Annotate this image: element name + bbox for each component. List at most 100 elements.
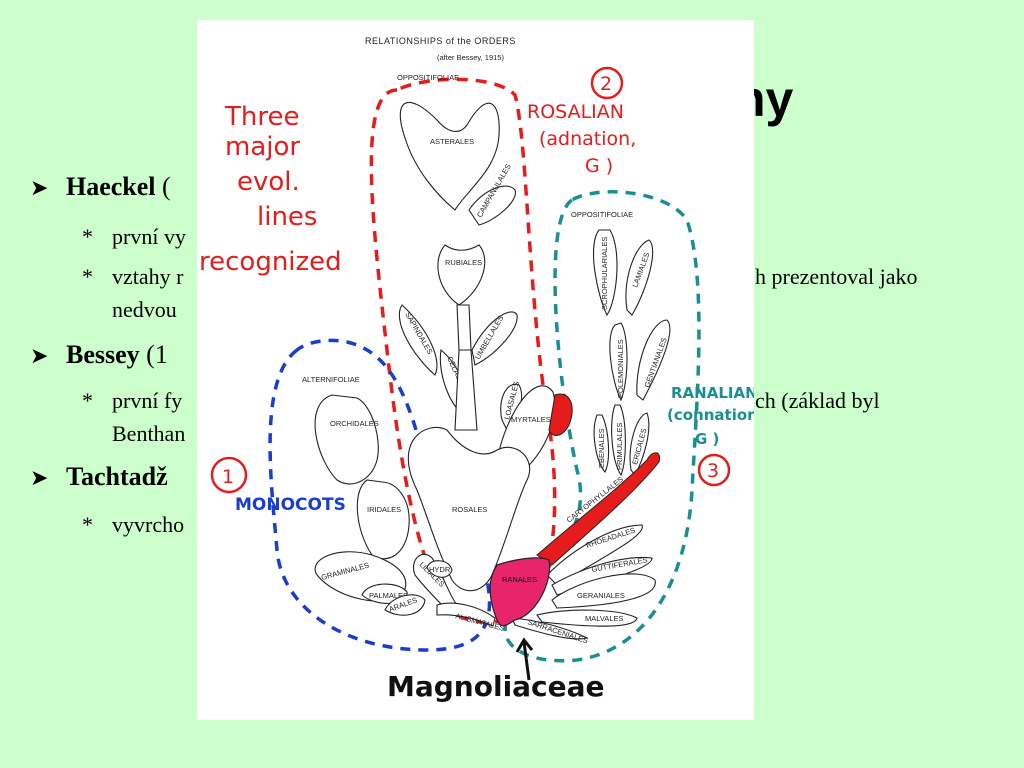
bullet-rest: ( bbox=[155, 172, 171, 201]
subbullet-text: první vy bbox=[112, 224, 186, 249]
subbullet-1: * první vy bbox=[82, 224, 186, 250]
annot-rosalian: ROSALIAN bbox=[527, 101, 624, 123]
label-rosales: ROSALES bbox=[452, 505, 487, 514]
annot-monocots: MONOCOTS bbox=[235, 495, 346, 515]
bullet-tachtadzjan: ➤ Tachtadž bbox=[30, 462, 168, 492]
label-orchidales: ORCHIDALES bbox=[330, 419, 379, 428]
label-oppositifoliae-right: OPPOSITIFOLIAE bbox=[571, 210, 633, 219]
num2-circle bbox=[590, 66, 624, 100]
label-ranales: RANALES bbox=[502, 575, 537, 584]
label-palmales: PALMALES bbox=[369, 591, 408, 600]
annot-ranalian-g: G ) bbox=[695, 430, 719, 448]
star-marker: * bbox=[82, 264, 93, 289]
sapindales-lobe bbox=[398, 304, 438, 376]
header-title: RELATIONSHIPS of the ORDERS bbox=[365, 36, 516, 46]
rubiales-lobe bbox=[437, 244, 486, 306]
label-oppositifoliae-top: OPPOSITIFOLIAE bbox=[397, 73, 459, 82]
num1-circle bbox=[210, 456, 248, 494]
label-iridales: IRIDALES bbox=[367, 505, 401, 514]
malvales-lobe bbox=[536, 609, 638, 627]
star-marker: * bbox=[82, 388, 93, 413]
ericales-lobe bbox=[629, 412, 650, 476]
asterales-lobe bbox=[399, 102, 500, 211]
annot-recognized: recognized bbox=[199, 247, 342, 277]
iridales-lobe bbox=[356, 479, 410, 560]
num3-circle bbox=[697, 453, 731, 487]
star-marker: * bbox=[82, 512, 93, 537]
bessey-cactus-diagram: RELATIONSHIPS of the ORDERS (after Besse… bbox=[197, 20, 754, 720]
liliales-lobe bbox=[413, 553, 458, 611]
annot-num1: 1 bbox=[222, 466, 234, 488]
bullet-name: Tachtadž bbox=[66, 462, 168, 491]
annot-ranalian: RANALIAN bbox=[671, 384, 754, 402]
rosalian-outline bbox=[369, 77, 557, 624]
label-primulales: PRIMULALES bbox=[615, 422, 624, 470]
gentianales-lobe bbox=[636, 319, 671, 401]
diagram-svg: RELATIONSHIPS of the ORDERS (after Besse… bbox=[199, 36, 754, 703]
annot-lines: lines bbox=[257, 202, 317, 232]
subbullet-text: první fy bbox=[112, 388, 183, 413]
annot-major: major bbox=[225, 132, 300, 162]
label-ebenales: EBENALES bbox=[597, 428, 606, 468]
subbullet-3-cont: Benthan bbox=[82, 421, 185, 447]
bullet-name: Haeckel bbox=[66, 172, 156, 201]
arrow-bullet-icon: ➤ bbox=[30, 175, 49, 200]
sarraceniales-lobe bbox=[511, 617, 589, 640]
label-hydrales: HYDR bbox=[429, 565, 451, 574]
subbullet-text: nedvou bbox=[112, 297, 177, 322]
primulales-lobe bbox=[611, 404, 626, 477]
label-asterales: ASTERALES bbox=[430, 137, 474, 146]
label-scrophulariales: SCROPHULARIALES bbox=[600, 237, 609, 310]
right-text-2: ch (základ byl bbox=[755, 388, 880, 413]
orchidales-lobe bbox=[314, 394, 379, 485]
caryophyllales-lobe bbox=[536, 452, 661, 566]
annot-num2: 2 bbox=[600, 73, 612, 95]
bullet-name: Bessey bbox=[66, 340, 140, 369]
annot-three: Three bbox=[224, 102, 299, 132]
label-geraniales: GERANIALES bbox=[577, 591, 625, 600]
monocots-outline bbox=[268, 338, 492, 652]
stem-upper bbox=[456, 304, 472, 351]
polemoniales-lobe bbox=[609, 322, 628, 402]
subbullet-2: * vztahy r bbox=[82, 264, 183, 290]
annot-rosalian-g: G ) bbox=[585, 155, 613, 177]
subbullet-2-cont: nedvou bbox=[82, 297, 177, 323]
magnoliaceae-arrow-icon bbox=[515, 637, 534, 681]
bullet-rest: (1 bbox=[139, 340, 168, 369]
label-myrtales: MYRTALES bbox=[511, 415, 551, 424]
subbullet-text: Benthan bbox=[112, 421, 186, 446]
bullet-haeckel: ➤ Haeckel ( bbox=[30, 172, 171, 202]
subbullet-text: vyvrcho bbox=[112, 512, 185, 537]
geraniales-lobe bbox=[551, 573, 656, 609]
label-malvales: MALVALES bbox=[585, 614, 624, 623]
rhoeadales-lobe bbox=[546, 524, 643, 586]
annot-adnation: (adnation, bbox=[539, 128, 636, 150]
star-marker: * bbox=[82, 224, 93, 249]
ebenales-lobe bbox=[593, 414, 610, 473]
ranales-base bbox=[489, 557, 551, 627]
annot-evol: evol. bbox=[237, 167, 300, 197]
campanulales-lobe bbox=[468, 185, 516, 226]
subbullet-4: * vyvrcho bbox=[82, 512, 184, 538]
lamiales-lobe bbox=[625, 239, 654, 316]
arales-lobe bbox=[384, 594, 426, 616]
subbullet-text: vztahy r bbox=[112, 264, 184, 289]
arrow-bullet-icon: ➤ bbox=[30, 465, 49, 490]
annot-connation: (connation bbox=[667, 406, 754, 424]
stem-mid bbox=[454, 349, 478, 431]
right-text-1: h prezentoval jako bbox=[755, 264, 918, 289]
umbellales-lobe bbox=[471, 311, 518, 366]
annot-magnoliaceae: Magnoliaceae bbox=[387, 670, 605, 703]
arrow-bullet-icon: ➤ bbox=[30, 343, 49, 368]
label-rubiales: RUBIALES bbox=[445, 258, 482, 267]
bullet-bessey: ➤ Bessey (1 bbox=[30, 340, 168, 370]
label-polemoniales: POLEMONIALES bbox=[616, 339, 625, 398]
subbullet-3: * první fy bbox=[82, 388, 182, 414]
header-subtitle: (after Bessey, 1915) bbox=[437, 53, 504, 62]
annot-num3: 3 bbox=[707, 460, 719, 482]
ranalian-outline bbox=[503, 190, 701, 663]
hydrales-lobe bbox=[426, 560, 453, 578]
scrophulariales-lobe bbox=[592, 229, 618, 317]
alismatales-stem bbox=[436, 602, 496, 627]
label-alternifoliae: ALTERNIFOLIAE bbox=[302, 375, 360, 384]
